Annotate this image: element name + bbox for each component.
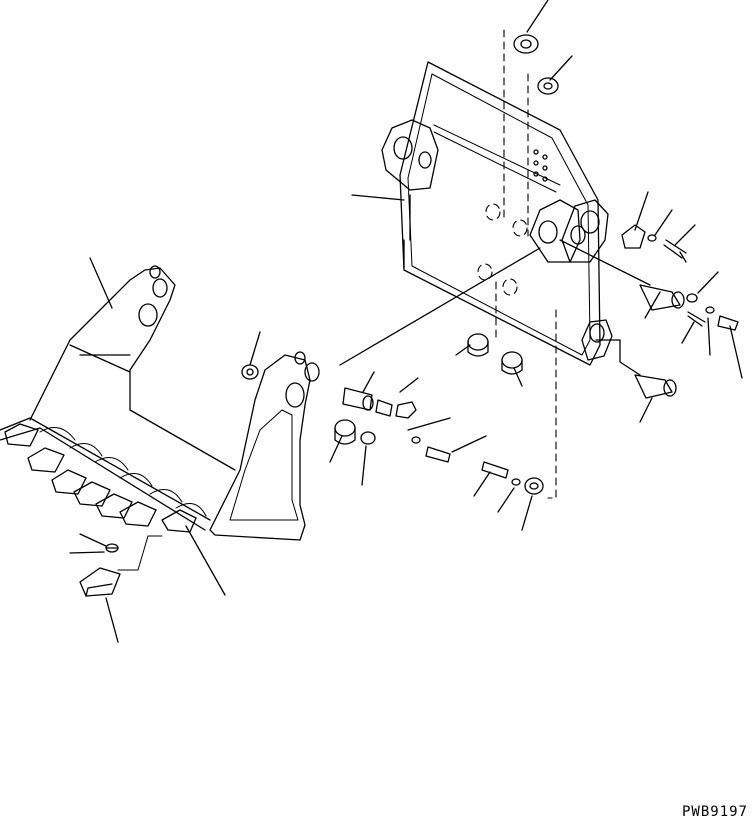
- leader-lines: [69, 0, 743, 643]
- tooth-assembly: [79, 535, 163, 597]
- drawing-code: PWB9197: [681, 804, 748, 820]
- coupler-plate: [381, 61, 613, 366]
- bucket: [0, 265, 320, 541]
- assembly-lines: [339, 29, 651, 499]
- hardware: [241, 34, 739, 495]
